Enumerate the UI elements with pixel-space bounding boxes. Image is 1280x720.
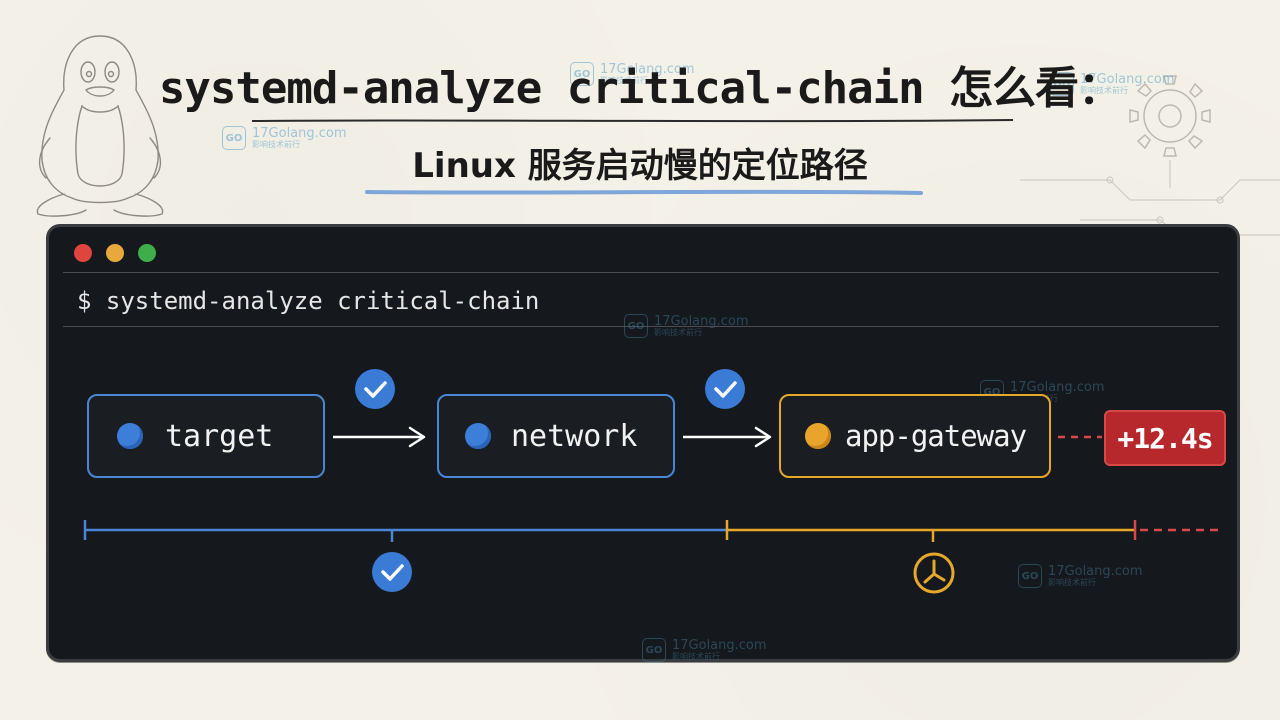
title-underline	[251, 119, 1014, 123]
delay-badge: +12.4s	[1104, 410, 1226, 466]
timeline	[83, 520, 1222, 542]
clock-icon	[913, 552, 955, 594]
terminal-divider	[63, 326, 1219, 327]
watermark-logo-icon: GO	[1018, 564, 1042, 588]
watermark: GO 17Golang.com 影响技术前行	[1018, 564, 1143, 588]
unit-label-target: target	[165, 418, 274, 454]
watermark: GO 17Golang.com 影响技术前行	[1050, 72, 1175, 96]
watermark-site: 17Golang.com	[1010, 379, 1105, 395]
watermark-logo-icon: GO	[624, 314, 648, 338]
unit-status-dot	[805, 423, 831, 449]
watermark-site: 17Golang.com	[654, 313, 749, 329]
watermark-subtitle: 影响技术前行	[1080, 85, 1128, 95]
page-subtitle: Linux 服务启动慢的定位路径	[412, 146, 868, 186]
watermark-logo-icon: GO	[570, 62, 594, 86]
watermark-site: 17Golang.com	[672, 637, 767, 653]
watermark: GO 17Golang.com 影响技术前行	[642, 638, 767, 662]
check-circle-icon	[370, 550, 414, 594]
unit-box-target[interactable]: target	[87, 394, 325, 478]
terminal-divider	[63, 272, 1219, 273]
watermark: GO 17Golang.com 影响技术前行	[222, 126, 347, 150]
arrow-network-to-app-gateway	[683, 426, 772, 448]
unit-box-app-gateway[interactable]: app-gateway	[779, 394, 1051, 478]
window-maximize-button[interactable]	[138, 244, 156, 262]
watermark-site: 17Golang.com	[252, 125, 347, 141]
window-minimize-button[interactable]	[106, 244, 124, 262]
watermark-logo-icon: GO	[222, 126, 246, 150]
page-title: systemd-analyze critical-chain 怎么看：	[158, 63, 1122, 114]
watermark-subtitle: 影响技术前行	[252, 139, 300, 149]
unit-status-dot	[117, 423, 143, 449]
watermark-site: 17Golang.com	[600, 61, 695, 77]
unit-status-dot	[465, 423, 491, 449]
unit-label-network: network	[511, 418, 638, 454]
watermark-site: 17Golang.com	[1080, 71, 1175, 87]
check-circle-icon	[703, 367, 747, 411]
arrow-target-to-network	[333, 426, 426, 448]
watermark-subtitle: 影响技术前行	[654, 327, 702, 337]
watermark-site: 17Golang.com	[1048, 563, 1143, 579]
watermark-subtitle: 影响技术前行	[600, 75, 648, 85]
watermark: GO 17Golang.com 影响技术前行	[570, 62, 695, 86]
tux-penguin-sketch	[36, 35, 164, 217]
subtitle-underline	[365, 189, 923, 195]
window-close-button[interactable]	[74, 244, 92, 262]
terminal-command: $ systemd-analyze critical-chain	[77, 287, 540, 315]
unit-box-network[interactable]: network	[437, 394, 675, 478]
watermark-logo-icon: GO	[1050, 72, 1074, 96]
watermark-logo-icon: GO	[642, 638, 666, 662]
check-circle-icon	[353, 367, 397, 411]
gear-sketch	[1129, 75, 1211, 157]
watermark: GO 17Golang.com 影响技术前行	[624, 314, 749, 338]
unit-label-app-gateway: app-gateway	[845, 419, 1027, 453]
watermark-subtitle: 影响技术前行	[672, 651, 720, 661]
watermark-subtitle: 影响技术前行	[1048, 577, 1096, 587]
